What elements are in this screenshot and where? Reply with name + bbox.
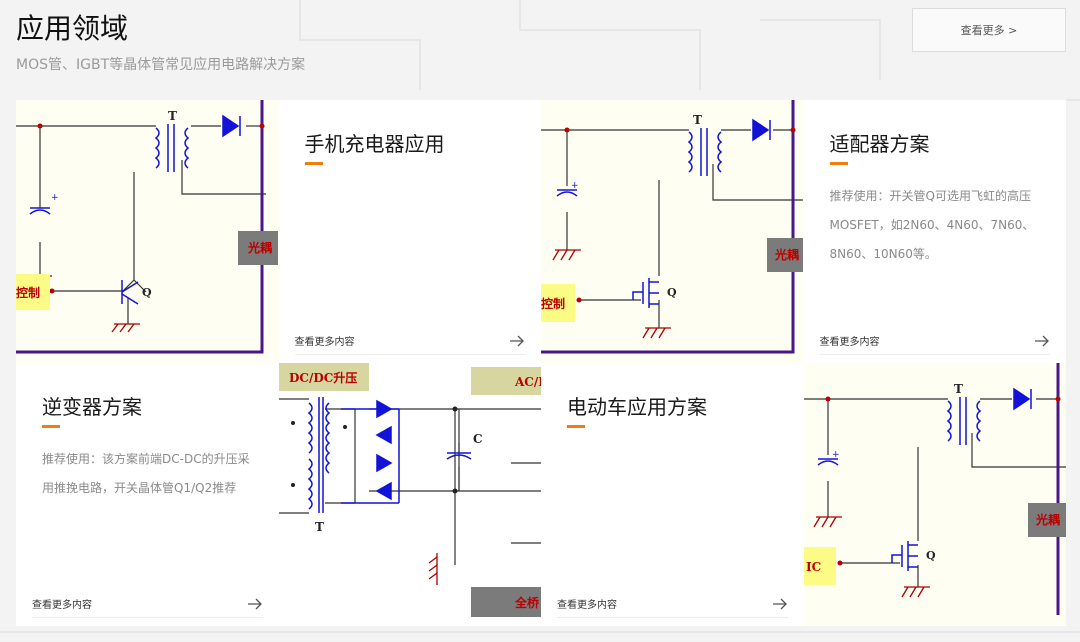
card-link-label: 查看更多内容	[294, 337, 355, 348]
bridge-label: 全桥	[514, 595, 540, 610]
card-more-link[interactable]: 查看更多内容	[819, 327, 1050, 355]
svg-text:+: +	[832, 450, 840, 460]
title-accent-line	[42, 425, 60, 428]
application-grid: + T Q 光耦 控制 手机充电器应用 查看更多内容	[16, 100, 1066, 626]
card-ebike[interactable]: 电动车应用方案 查看更多内容	[541, 363, 804, 626]
control-label: 控制	[541, 296, 565, 311]
optocoupler-label: 光耦	[247, 240, 272, 255]
switch-label: Q	[667, 286, 677, 299]
card-description: 推荐使用：该方案前端DC-DC的升压采用推挽电路，开关晶体管Q1/Q2推荐	[42, 452, 250, 495]
arrow-right-icon	[510, 335, 524, 346]
card-link-label: 查看更多内容	[557, 600, 617, 611]
flyback-ic-schematic: + T Q 光耦 IC	[803, 363, 1066, 615]
schematic-image-adapter[interactable]: + T Q 光耦 控制	[541, 100, 804, 363]
card-more-link[interactable]: 查看更多内容	[294, 327, 525, 355]
control-label: 控制	[16, 285, 40, 300]
transformer-label: T	[168, 109, 177, 123]
card-title: 电动车应用方案	[567, 395, 707, 419]
transformer-label: T	[954, 382, 963, 396]
card-adapter[interactable]: 适配器方案 推荐使用：开关管Q可选用飞虹的高压MOSFET，如2N60、4N60…	[803, 100, 1066, 363]
dcdc-stage-label: DC/DC升压	[289, 370, 357, 385]
inverter-schematic: DC/DC升压 AC/D	[278, 363, 541, 617]
svg-text:+: +	[51, 193, 59, 203]
title-accent-line	[829, 162, 848, 165]
card-more-link[interactable]: 查看更多内容	[557, 590, 788, 618]
view-more-button[interactable]: 查看更多 >	[912, 8, 1066, 52]
switch-label: Q	[142, 286, 152, 299]
arrow-right-icon	[247, 598, 262, 609]
card-title: 逆变器方案	[42, 395, 142, 419]
section-header: 应用领域 MOS管、IGBT等晶体管常见应用电路解决方案	[16, 10, 305, 74]
capacitor-label: C	[473, 432, 483, 446]
flyback-bjt-schematic: + T Q 光耦 控制	[16, 100, 279, 354]
card-title: 手机充电器应用	[304, 132, 445, 156]
card-link-label: 查看更多内容	[32, 600, 92, 611]
arrow-right-icon	[1035, 335, 1049, 346]
arrow-right-icon	[772, 598, 787, 609]
transformer-label: T	[693, 113, 702, 127]
transformer-label: T	[315, 520, 324, 534]
switch-label: Q	[926, 549, 936, 562]
optocoupler-label: 光耦	[774, 247, 799, 262]
schematic-image-inverter[interactable]: DC/DC升压 AC/D	[278, 363, 541, 626]
svg-text:+: +	[571, 181, 579, 191]
card-description: 推荐使用：开关管Q可选用飞虹的高压MOSFET，如2N60、4N60、7N60、…	[829, 189, 1035, 261]
schematic-image-ebike[interactable]: + T Q 光耦 IC	[803, 363, 1066, 626]
page-title: 应用领域	[16, 12, 129, 45]
card-more-link[interactable]: 查看更多内容	[32, 590, 263, 618]
title-accent-line	[304, 162, 323, 165]
card-link-label: 查看更多内容	[819, 337, 880, 348]
ac-label: AC/D	[514, 375, 541, 389]
title-accent-line	[567, 425, 585, 428]
control-label: IC	[806, 560, 821, 574]
card-title: 适配器方案	[829, 132, 930, 156]
flyback-mos-schematic: + T Q 光耦 控制	[541, 100, 804, 354]
optocoupler-label: 光耦	[1035, 512, 1060, 527]
card-charger[interactable]: 手机充电器应用 查看更多内容	[278, 100, 541, 363]
card-inverter[interactable]: 逆变器方案 推荐使用：该方案前端DC-DC的升压采用推挽电路，开关晶体管Q1/Q…	[16, 363, 279, 626]
page-subtitle: MOS管、IGBT等晶体管常见应用电路解决方案	[16, 57, 306, 73]
schematic-image-charger[interactable]: + T Q 光耦 控制	[16, 100, 279, 363]
